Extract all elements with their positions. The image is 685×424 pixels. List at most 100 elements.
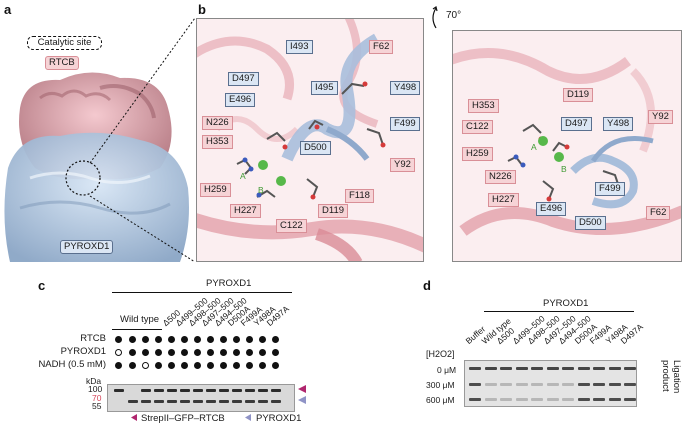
ligation-band bbox=[624, 367, 636, 370]
panel-d-header-rule bbox=[484, 311, 634, 312]
rtcb-marker bbox=[298, 385, 306, 393]
label-c122-rotated: C122 bbox=[462, 120, 493, 134]
panel-b-left-image bbox=[196, 18, 424, 262]
ligation-product-label: Ligation product bbox=[660, 360, 682, 394]
ligation-band bbox=[531, 383, 543, 386]
ligation-band bbox=[531, 398, 543, 401]
pyroxd1-marker bbox=[298, 396, 306, 404]
ligation-band bbox=[515, 398, 528, 401]
label-h353: H353 bbox=[202, 135, 233, 149]
condition-dot-filled bbox=[129, 336, 136, 343]
panel-label-b: b bbox=[198, 2, 206, 17]
label-d500-rotated: D500 bbox=[575, 216, 606, 230]
condition-dot-filled bbox=[129, 349, 136, 356]
metal-ion-a-rotated bbox=[538, 136, 548, 146]
gel-band-rtcb bbox=[232, 389, 242, 392]
label-e496: E496 bbox=[225, 93, 256, 107]
gel-band-pyroxd1 bbox=[271, 400, 281, 403]
ligation-band bbox=[624, 383, 636, 386]
condition-dot-filled bbox=[220, 336, 227, 343]
ligation-band bbox=[608, 383, 621, 386]
condition-dot-filled bbox=[194, 362, 201, 369]
site-b-label-rotated: B bbox=[561, 164, 567, 174]
label-y92-rotated: Y92 bbox=[648, 110, 673, 124]
label-h353-rotated: H353 bbox=[468, 99, 499, 113]
panel-c-row-label: NADH (0.5 mM) bbox=[38, 359, 106, 370]
gel-band-rtcb bbox=[193, 389, 203, 392]
pyroxd1-surface bbox=[4, 132, 190, 262]
condition-dot-filled bbox=[168, 349, 175, 356]
ligation-band bbox=[484, 398, 497, 401]
condition-dot-filled bbox=[259, 362, 266, 369]
condition-dot-filled bbox=[155, 349, 162, 356]
condition-dot-filled bbox=[246, 362, 253, 369]
gel-band-pyroxd1 bbox=[141, 400, 151, 403]
condition-dot-filled bbox=[233, 362, 240, 369]
condition-dot-filled bbox=[142, 336, 149, 343]
pyroxd1-label: PYROXD1 bbox=[60, 240, 114, 254]
ligation-band bbox=[577, 367, 590, 370]
condition-dot-filled bbox=[246, 349, 253, 356]
pyroxd1-legend-label: PYROXD1 bbox=[256, 413, 302, 424]
gel-band-pyroxd1 bbox=[219, 400, 229, 403]
label-f499-rotated: F499 bbox=[595, 182, 625, 196]
condition-dot-filled bbox=[181, 349, 188, 356]
condition-dot-filled bbox=[115, 362, 122, 369]
kda-label: kDa bbox=[86, 376, 102, 386]
gel-band-rtcb bbox=[154, 389, 164, 392]
label-y92: Y92 bbox=[390, 158, 415, 172]
panel-c-row-label: PYROXD1 bbox=[60, 346, 106, 357]
ligation-band bbox=[593, 367, 605, 370]
label-h227: H227 bbox=[230, 204, 261, 218]
ligation-band bbox=[531, 367, 543, 370]
label-i495: I495 bbox=[311, 81, 338, 95]
panel-label-d: d bbox=[423, 278, 431, 293]
ligation-band bbox=[624, 398, 636, 401]
condition-dot-filled bbox=[259, 336, 266, 343]
gel-band-rtcb bbox=[167, 389, 177, 392]
gel-band-rtcb bbox=[206, 389, 216, 392]
site-b-label: B bbox=[258, 185, 264, 195]
label-e496-rotated: E496 bbox=[536, 202, 567, 216]
protein-surface-illustration bbox=[4, 72, 190, 262]
condition-dot-filled bbox=[207, 336, 214, 343]
panel-d-gel bbox=[464, 360, 637, 407]
ligation-band bbox=[469, 383, 481, 386]
rotate-icon bbox=[432, 6, 438, 29]
ligation-band bbox=[515, 367, 528, 370]
label-n226-rotated: N226 bbox=[485, 170, 516, 184]
label-d497: D497 bbox=[228, 72, 259, 86]
active-site-cartoon bbox=[197, 19, 423, 261]
rtcb-legend-marker bbox=[131, 414, 137, 421]
ligation-band bbox=[562, 398, 574, 401]
gel-band-pyroxd1 bbox=[193, 400, 203, 403]
gel-band-pyroxd1 bbox=[206, 400, 216, 403]
panel-label-c: c bbox=[38, 278, 46, 293]
label-y498: Y498 bbox=[390, 81, 421, 95]
gel-band-rtcb bbox=[271, 389, 281, 392]
ligation-band bbox=[593, 383, 605, 386]
ligation-band bbox=[469, 367, 481, 370]
ligation-band bbox=[500, 367, 512, 370]
condition-dot-filled bbox=[168, 336, 175, 343]
ligation-band bbox=[562, 383, 574, 386]
condition-dot-filled bbox=[194, 336, 201, 343]
condition-dot-filled bbox=[168, 362, 175, 369]
ligation-band bbox=[484, 383, 497, 386]
label-h259: H259 bbox=[200, 183, 231, 197]
wild-type-label: Wild type bbox=[120, 314, 160, 325]
condition-dot-filled bbox=[142, 349, 149, 356]
metal-ion-a bbox=[258, 160, 268, 170]
rtcb-label: RTCB bbox=[45, 56, 79, 70]
ligation-band bbox=[593, 398, 605, 401]
label-y498-rotated: Y498 bbox=[603, 117, 634, 131]
site-a-label: A bbox=[240, 171, 246, 181]
condition-dot-filled bbox=[272, 362, 279, 369]
condition-dot-filled bbox=[155, 362, 162, 369]
ligation-band bbox=[500, 398, 512, 401]
conc-600: 600 μM bbox=[426, 395, 455, 405]
ligation-band bbox=[546, 367, 559, 370]
label-h259-rotated: H259 bbox=[462, 147, 493, 161]
ligation-band bbox=[577, 383, 590, 386]
condition-dot-filled bbox=[220, 349, 227, 356]
